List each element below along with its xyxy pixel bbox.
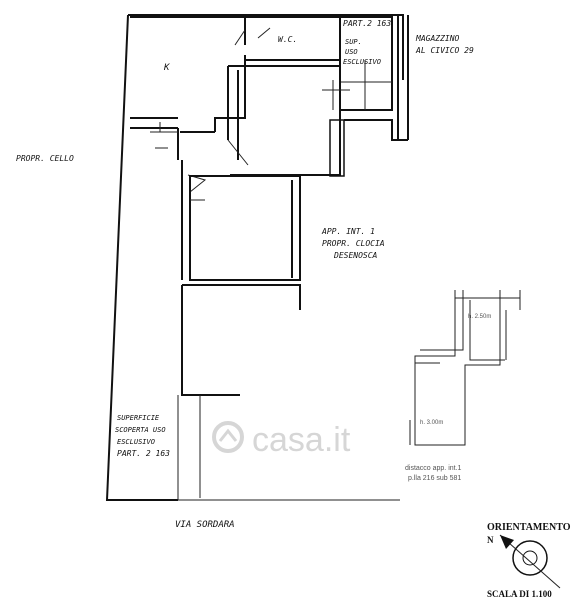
label-street: VIA SORDARA xyxy=(175,520,235,530)
label-sup-scop-3: ESCLUSIVO xyxy=(117,438,155,446)
label-h-bottom: h. 3.00m xyxy=(420,420,443,426)
bedroom-room xyxy=(189,175,301,281)
label-wc: W.C. xyxy=(278,35,297,44)
label-north: N xyxy=(487,535,494,545)
orientation-emblem xyxy=(499,534,561,589)
label-scala: SCALA DI 1.100 xyxy=(487,589,552,599)
label-part-top: PART.2 163 xyxy=(343,19,391,28)
label-distacco-2: p.lla 216 sub 581 xyxy=(408,475,461,482)
label-sup-scop-4: PART. 2 163 xyxy=(117,449,170,458)
label-app-int-1: APP. INT. 1 xyxy=(321,227,375,236)
label-orientamento: ORIENTAMENTO xyxy=(487,522,571,533)
label-sup-uso-2: USO xyxy=(345,48,358,56)
label-app-int-2: PROPR. CLOCIA xyxy=(322,239,385,248)
watermark-text: casa.it xyxy=(252,421,351,459)
label-sup-scop-1: SUPERFICIE xyxy=(117,414,160,422)
label-k: K xyxy=(163,63,170,73)
label-distacco-1: distacco app. int.1 xyxy=(405,465,462,472)
pier-right xyxy=(329,110,408,177)
label-propr-left: PROPR. CELLO xyxy=(16,154,74,163)
label-app-int-3: DESENOSCA xyxy=(333,251,378,260)
label-sup-scop-2: SCOPERTA USO xyxy=(115,426,166,434)
label-magazzino-1: MAGAZZINO xyxy=(415,34,460,43)
label-magazzino-2: AL CIVICO 29 xyxy=(415,46,474,55)
watermark: casa.it xyxy=(212,421,351,459)
outer-perimeter xyxy=(105,14,409,501)
label-sup-uso: SUP. xyxy=(345,38,362,46)
hallway xyxy=(155,131,215,280)
bottom-wall xyxy=(177,284,301,500)
side-section xyxy=(409,290,521,446)
label-h-top: h. 2.50m xyxy=(468,314,491,320)
label-sup-uso-3: ESCLUSIVO xyxy=(343,58,381,66)
